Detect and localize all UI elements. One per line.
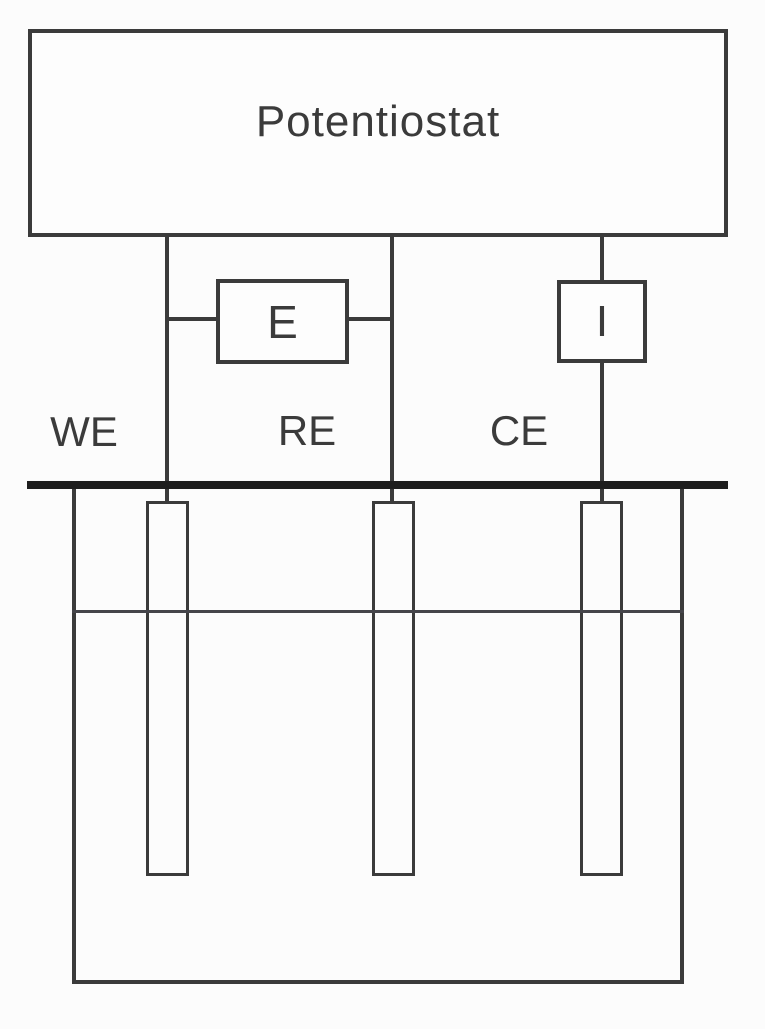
cell-vessel xyxy=(72,489,684,984)
reference-electrode-wire xyxy=(390,235,394,503)
counter-electrode-wire-upper xyxy=(600,235,604,282)
ammeter-label: I xyxy=(595,296,609,346)
voltmeter-label: E xyxy=(267,295,298,348)
counter-electrode-wire-lower xyxy=(600,360,604,503)
potentiostat-box: Potentiostat xyxy=(28,29,728,237)
counter-electrode-label: CE xyxy=(489,407,549,454)
potentiostat-label: Potentiostat xyxy=(255,97,501,146)
electrolyte-level-line xyxy=(72,610,684,613)
reference-electrode-label: RE xyxy=(277,407,337,454)
cell-lid-line xyxy=(27,481,728,489)
voltmeter-connector-right xyxy=(347,317,392,321)
reference-electrode-rod xyxy=(372,501,415,876)
voltmeter-box: E xyxy=(216,279,349,364)
working-electrode-rod xyxy=(146,501,189,876)
ammeter-box: I xyxy=(557,280,647,363)
voltmeter-connector-left xyxy=(167,317,218,321)
working-electrode-label: WE xyxy=(50,408,118,455)
counter-electrode-rod xyxy=(580,501,623,876)
working-electrode-wire xyxy=(165,235,169,503)
